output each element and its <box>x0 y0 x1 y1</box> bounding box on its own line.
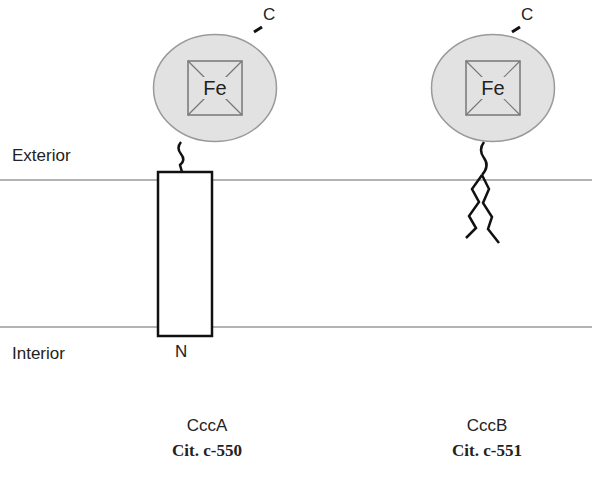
terminus-label: N <box>175 342 187 362</box>
protein-name: CccB <box>467 416 508 436</box>
cytochrome-name: Cit. c-551 <box>452 441 522 461</box>
lipid-tail <box>466 175 482 238</box>
region-label: Interior <box>12 344 65 364</box>
heme-diagonal <box>188 61 242 115</box>
region-label: Exterior <box>12 146 71 166</box>
protein-globule <box>432 35 555 142</box>
c-terminus-mark <box>512 27 520 32</box>
membrane-outer-line <box>0 179 592 181</box>
heme-diagonal <box>188 61 242 115</box>
terminus-label: C <box>521 5 533 25</box>
protein-name: CccA <box>187 416 228 436</box>
heme-diagonal <box>466 61 520 115</box>
membrane-inner-line <box>0 326 592 328</box>
protein-globule <box>154 35 277 142</box>
terminus-label: C <box>263 5 275 25</box>
cytochrome-name: Cit. c-550 <box>172 441 242 461</box>
cytochrome-domain: Fe <box>152 33 278 143</box>
heme-diagonal <box>466 61 520 115</box>
heme-square <box>188 61 242 115</box>
c-terminus-mark <box>254 27 262 32</box>
lipid-tail <box>482 175 499 243</box>
lipid-anchor <box>481 142 487 175</box>
cytochrome-domain: Fe <box>430 33 556 143</box>
iron-label: Fe <box>201 77 228 99</box>
iron-label: Fe <box>479 77 506 99</box>
linker-chain <box>179 142 184 172</box>
transmembrane-helix <box>158 172 212 336</box>
heme-square <box>466 61 520 115</box>
